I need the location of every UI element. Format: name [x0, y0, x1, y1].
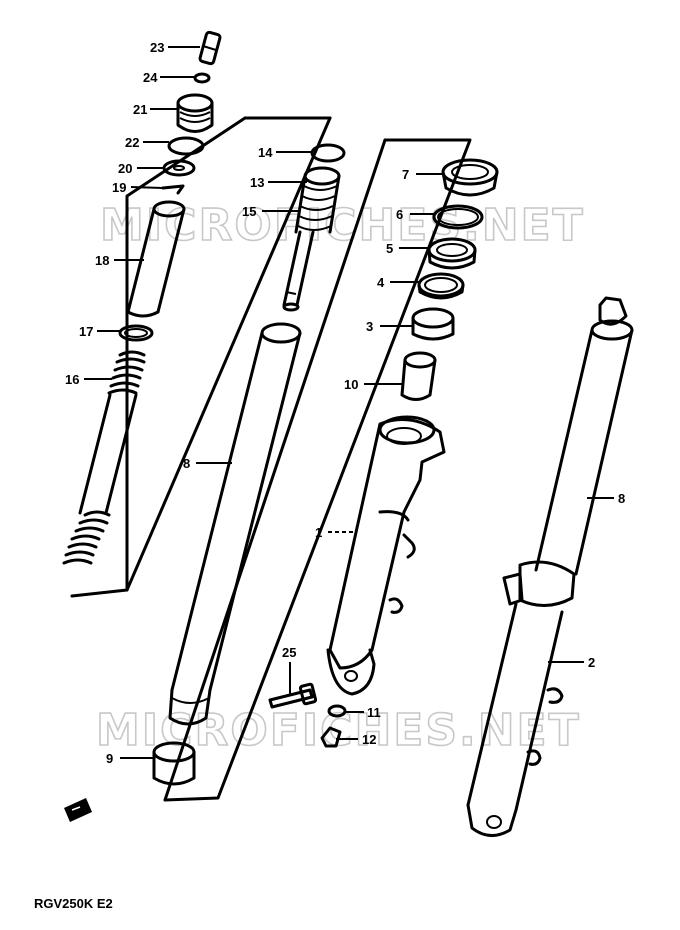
part-7-dust-seal [441, 158, 499, 197]
callout-25: 25 [282, 645, 296, 694]
svg-text:17: 17 [79, 324, 93, 339]
part-5-oil-seal [427, 237, 477, 270]
svg-text:11: 11 [367, 705, 381, 720]
part-23-adjuster-bolt [198, 30, 222, 66]
svg-text:14: 14 [258, 145, 273, 160]
callout-10: 10 [344, 377, 402, 392]
svg-text:25: 25 [282, 645, 296, 660]
front-arrow-icon [64, 798, 92, 822]
part-22-o-ring [167, 136, 205, 156]
callout-16: 16 [65, 372, 112, 387]
svg-text:15: 15 [242, 204, 256, 219]
callout-1: 1 [315, 525, 356, 540]
bracket-left-diagonal [125, 116, 332, 592]
part-1-outer-tube [326, 415, 446, 696]
svg-text:5: 5 [386, 241, 393, 256]
svg-text:10: 10 [344, 377, 358, 392]
part-14-ring [310, 143, 346, 163]
svg-text:13: 13 [250, 175, 264, 190]
part-19-clip [161, 184, 185, 195]
callout-5: 5 [386, 241, 429, 256]
svg-text:24: 24 [143, 70, 158, 85]
callout-22: 22 [125, 135, 169, 150]
callout-15: 15 [242, 204, 300, 219]
part-6-stopper-ring [432, 204, 484, 230]
callout-13: 13 [250, 175, 307, 190]
part-16-fork-spring [62, 350, 146, 565]
svg-text:20: 20 [118, 161, 132, 176]
part-25-bolt [268, 682, 318, 709]
callout-layer: 23 24 21 22 20 19 18 17 [65, 40, 625, 766]
callout-7: 7 [402, 167, 443, 182]
watermark-top: MICROFICHES.NET [100, 200, 585, 251]
callout-18: 18 [95, 253, 144, 268]
svg-text:3: 3 [366, 319, 373, 334]
part-8-inner-tube-right [534, 296, 634, 576]
callout-6: 6 [396, 207, 434, 222]
footer-model-code: RGV250K E2 [34, 896, 113, 911]
bracket-left-group [70, 116, 247, 598]
callout-19: 19 [112, 180, 164, 195]
callout-2: 2 [548, 655, 595, 670]
callout-17: 17 [79, 324, 120, 339]
callout-3: 3 [366, 319, 413, 334]
callout-9: 9 [106, 751, 154, 766]
bracket-middle-left [163, 138, 387, 802]
bracket-middle-group [163, 138, 472, 802]
part-8-inner-tube-left [168, 322, 302, 726]
part-2-outer-tube-assembled [466, 560, 576, 837]
svg-text:1: 1 [315, 525, 322, 540]
callout-4: 4 [377, 275, 419, 290]
svg-text:16: 16 [65, 372, 79, 387]
part-21-cap-bolt [176, 93, 214, 133]
part-13-damper-rod [282, 166, 341, 312]
callout-12: 12 [336, 732, 376, 747]
svg-text:2: 2 [588, 655, 595, 670]
part-10-oil-lock-piece [400, 351, 437, 401]
part-24-o-ring [193, 72, 211, 84]
part-3-guide-bushing [411, 307, 455, 341]
callout-8-right: 8 [587, 491, 625, 506]
svg-text:6: 6 [396, 207, 403, 222]
svg-text:8: 8 [618, 491, 625, 506]
callout-23: 23 [150, 40, 200, 55]
callout-24: 24 [143, 70, 194, 85]
callout-14: 14 [258, 145, 312, 160]
part-17-spring-seat [118, 324, 154, 342]
svg-text:12: 12 [362, 732, 376, 747]
svg-text:8: 8 [183, 456, 190, 471]
part-9-bushing [152, 741, 196, 786]
callout-8-left: 8 [183, 456, 232, 471]
svg-text:21: 21 [133, 102, 147, 117]
part-4-washer [417, 272, 465, 300]
callout-11: 11 [345, 705, 381, 720]
svg-text:9: 9 [106, 751, 113, 766]
svg-text:18: 18 [95, 253, 109, 268]
svg-text:22: 22 [125, 135, 139, 150]
svg-text:4: 4 [377, 275, 385, 290]
callout-21: 21 [133, 102, 178, 117]
svg-text:23: 23 [150, 40, 164, 55]
svg-text:19: 19 [112, 180, 126, 195]
callout-20: 20 [118, 161, 164, 176]
svg-text:7: 7 [402, 167, 409, 182]
